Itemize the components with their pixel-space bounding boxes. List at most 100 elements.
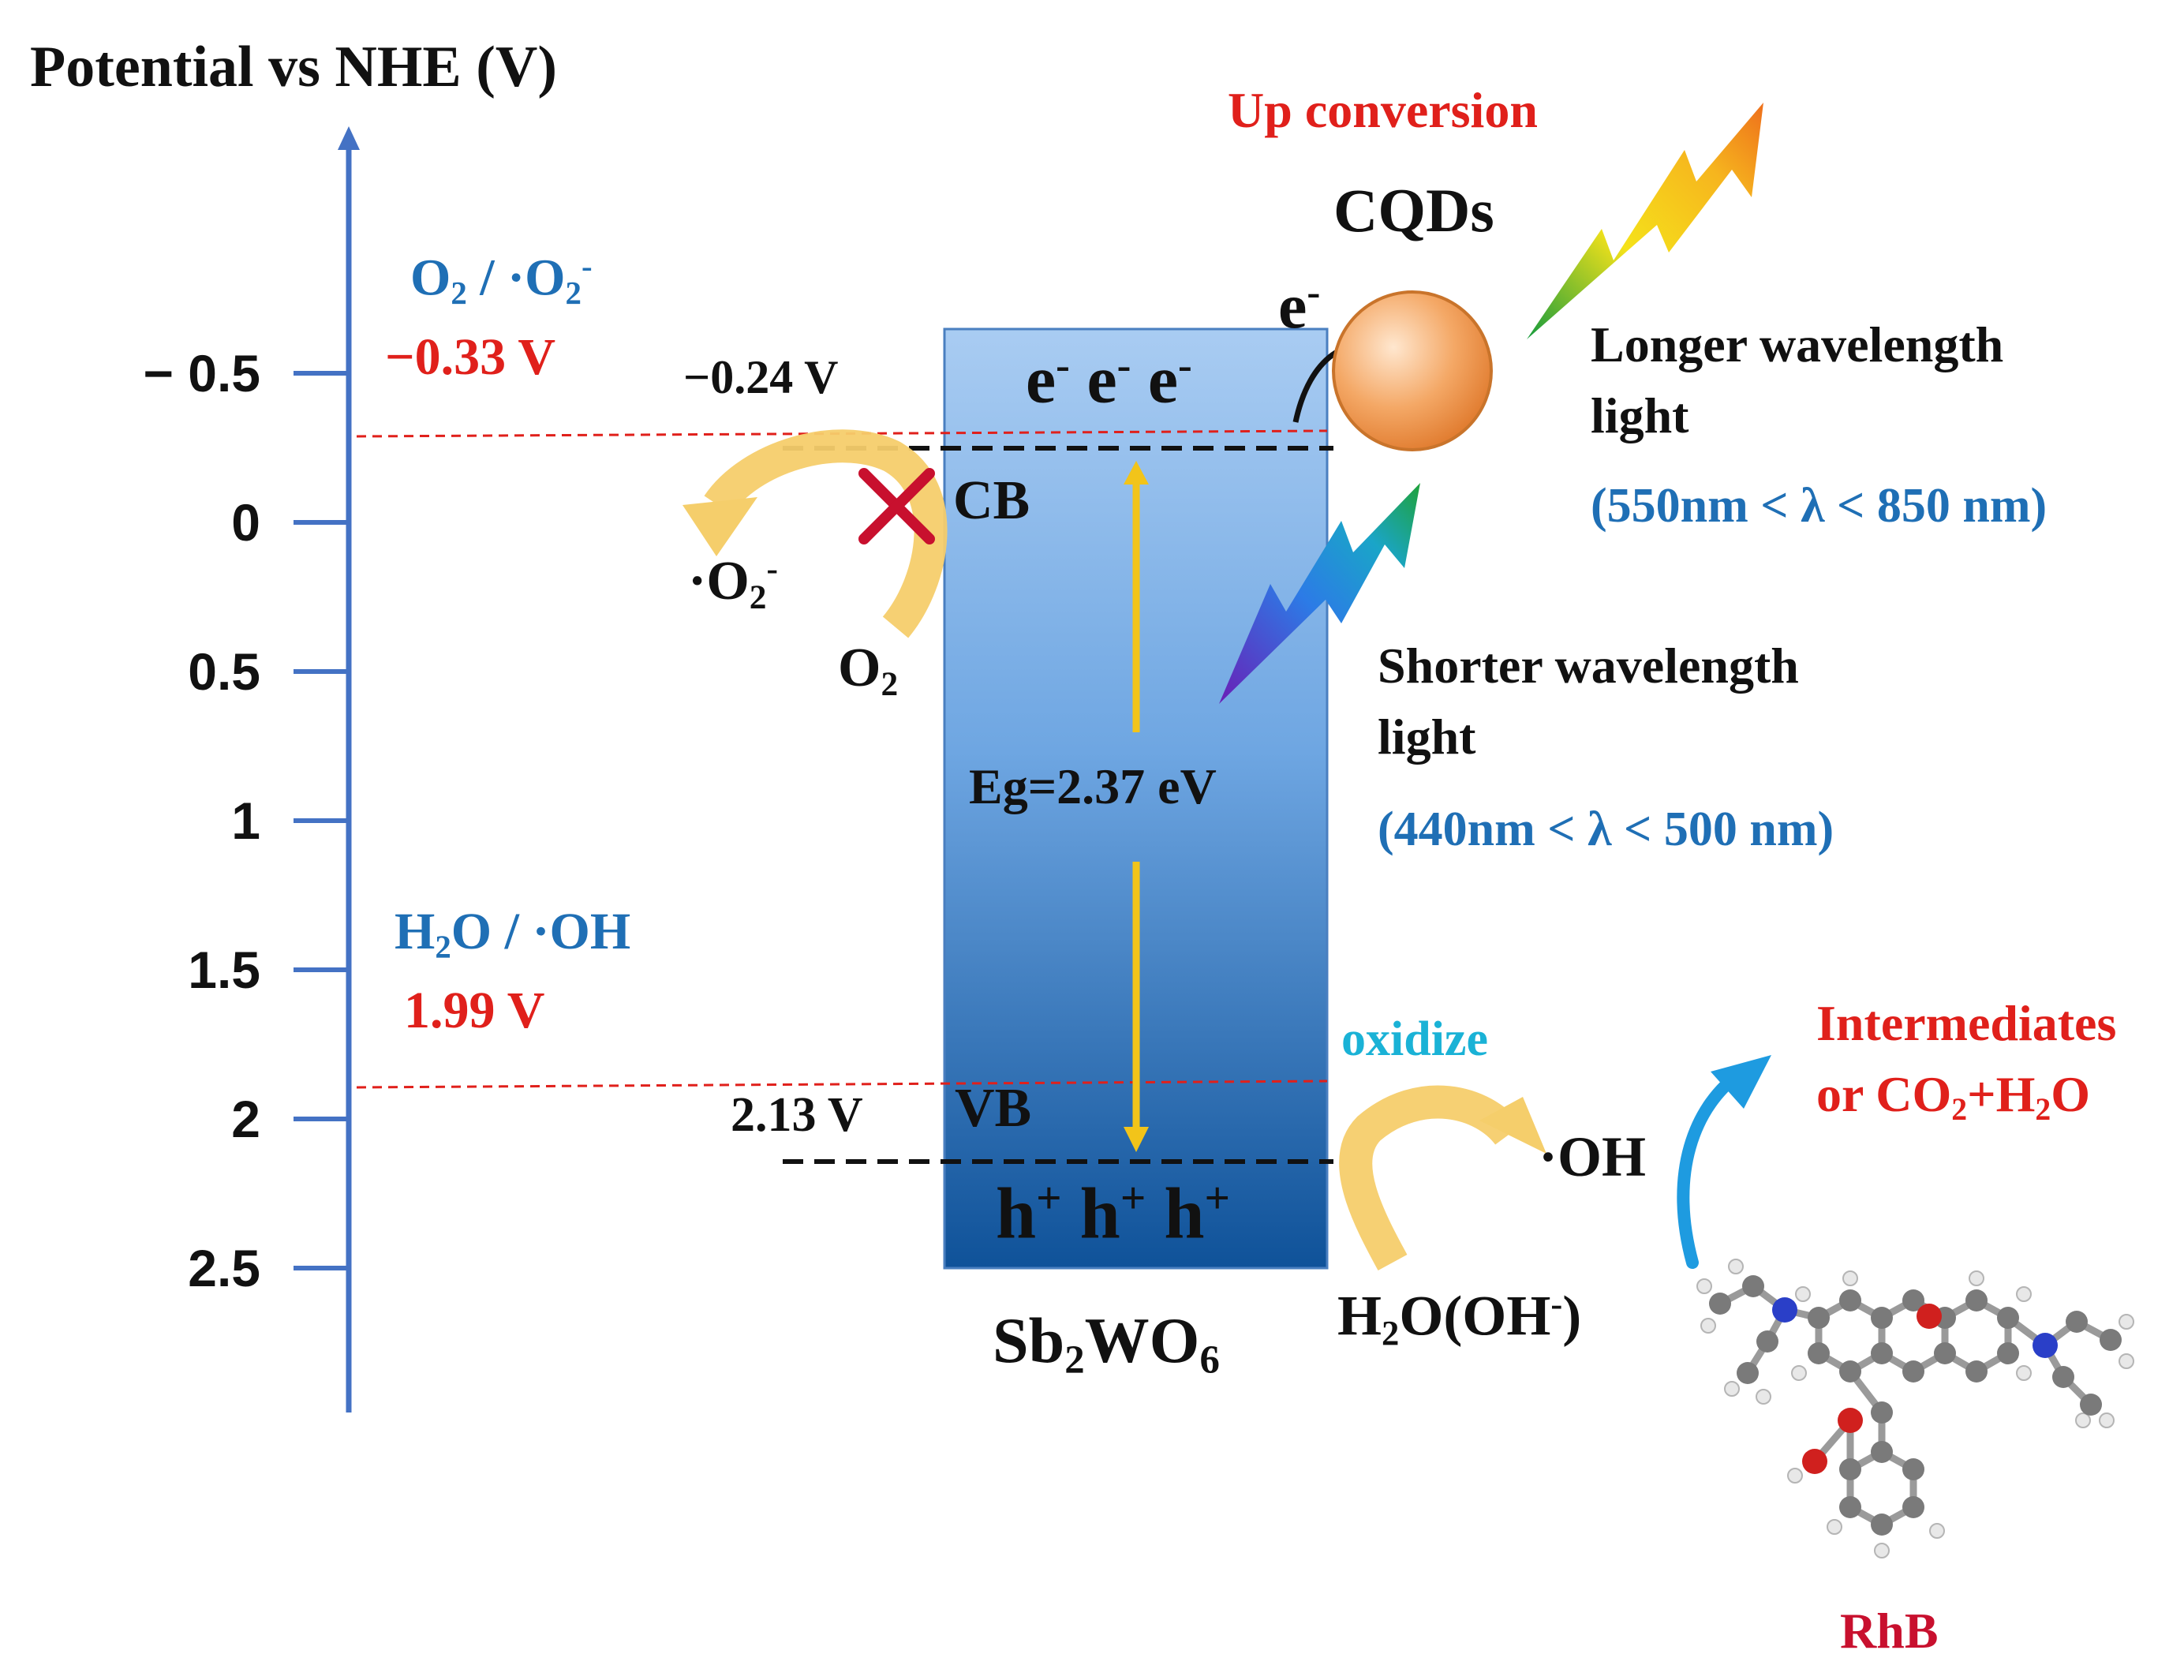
cb-label: CB xyxy=(953,470,1030,531)
carbon-atom xyxy=(1742,1275,1764,1297)
vb-holes: h+ h+ h+ xyxy=(996,1173,1231,1254)
carbon-atom xyxy=(1997,1342,2019,1364)
hydrogen-atom xyxy=(1874,1543,1890,1558)
carbon-atom xyxy=(1839,1289,1861,1311)
products-line2: or CO2+H2O xyxy=(1816,1066,2090,1128)
up-conversion-title: Up conversion xyxy=(1228,82,1538,138)
carbon-atom xyxy=(1808,1342,1830,1364)
hydroxyl-label: ·OH xyxy=(1539,1125,1647,1188)
long-wavelength-bolt-icon xyxy=(1527,103,1763,339)
hydrogen-atom xyxy=(1842,1270,1858,1286)
carbon-atom xyxy=(1839,1360,1861,1383)
axis-tick-label: 1.5 xyxy=(188,941,260,999)
axis-arrowhead xyxy=(338,126,360,150)
hydrogen-atom xyxy=(2075,1412,2091,1428)
oxygen-atom xyxy=(1917,1304,1942,1329)
carbon-atom xyxy=(1808,1307,1830,1329)
hydrogen-atom xyxy=(2119,1353,2134,1369)
carbon-atom xyxy=(1965,1360,1988,1383)
hydrogen-atom xyxy=(1827,1519,1842,1535)
hydrogen-atom xyxy=(2119,1314,2134,1330)
cqds-label: CQDs xyxy=(1333,176,1494,245)
axis-tick-label: 0.5 xyxy=(188,642,260,701)
rhb-molecule-icon xyxy=(1696,1259,2134,1558)
o2-redox-line xyxy=(356,429,1328,438)
oxygen-atom xyxy=(1838,1408,1863,1433)
material-label: Sb2WO6 xyxy=(993,1304,1220,1383)
bandgap-arrowhead-up xyxy=(1124,461,1149,485)
hydrogen-atom xyxy=(1756,1389,1771,1405)
h2o-redox-line xyxy=(356,1079,1328,1089)
carbon-atom xyxy=(1997,1307,2019,1329)
carbon-atom xyxy=(2100,1329,2122,1351)
long-light-line1: Longer wavelength xyxy=(1591,316,2004,372)
carbon-atom xyxy=(1934,1342,1956,1364)
hydrogen-atom xyxy=(1929,1523,1945,1539)
axis-tick-label: 2.5 xyxy=(188,1239,260,1297)
long-light-range: (550nm < λ < 850 nm) xyxy=(1591,479,2048,533)
carbon-atom xyxy=(1902,1289,1924,1311)
o2-couple-label: O2 / ·O2- xyxy=(410,249,593,311)
carbon-atom xyxy=(1965,1289,1988,1311)
short-light-line1: Shorter wavelength xyxy=(1378,638,1799,694)
superoxide-label: ·O2- xyxy=(688,550,778,616)
axis-tick-label: 1 xyxy=(231,791,260,850)
h2o-couple-label: H2O / ·OH xyxy=(395,903,631,965)
nitrogen-atom xyxy=(2033,1333,2058,1358)
hydrogen-atom xyxy=(2099,1412,2115,1428)
carbon-atom xyxy=(1709,1293,1731,1315)
oxidize-label: oxidize xyxy=(1341,1012,1488,1066)
carbon-atom xyxy=(1902,1496,1924,1518)
axis-ticks xyxy=(294,371,349,1270)
long-light-line2: light xyxy=(1591,387,1689,443)
carbon-atom xyxy=(1871,1441,1893,1463)
hydrogen-atom xyxy=(1724,1381,1740,1397)
carbon-atom xyxy=(1871,1401,1893,1424)
bandgap-arrowhead-down xyxy=(1124,1127,1149,1152)
carbon-atom xyxy=(1756,1330,1778,1353)
oxygen-label: O2 xyxy=(838,638,899,704)
axis-tick-label: 0 xyxy=(231,493,260,552)
short-wavelength-bolt-icon xyxy=(1219,483,1420,704)
hydrogen-atom xyxy=(1969,1270,1984,1286)
hydrogen-atom xyxy=(2016,1365,2032,1381)
cqd-particle xyxy=(1332,290,1493,451)
h2o-couple-potential: 1.99 V xyxy=(404,982,545,1039)
degradation-arrowhead xyxy=(1711,1055,1771,1109)
carbon-atom xyxy=(1902,1360,1924,1383)
hydrogen-atom xyxy=(1700,1318,1716,1334)
vb-label: VB xyxy=(955,1078,1032,1139)
vb-potential: 2.13 V xyxy=(731,1088,863,1142)
carbon-atom xyxy=(1902,1458,1924,1480)
water-label: H2O(OH-) xyxy=(1337,1284,1582,1353)
hydrogen-atom xyxy=(1696,1278,1712,1294)
hydrogen-atom xyxy=(1791,1365,1807,1381)
nitrogen-atom xyxy=(1772,1297,1797,1323)
oxygen-atom xyxy=(1802,1449,1827,1474)
carbon-atom xyxy=(1871,1513,1893,1536)
oxidation-arrow xyxy=(1339,1085,1522,1271)
axis-title: Potential vs NHE (V) xyxy=(30,35,557,99)
axis-tick-label: − 0.5 xyxy=(143,344,260,402)
degradation-arrow xyxy=(1677,1064,1750,1269)
o2-couple-potential: −0.33 V xyxy=(385,328,556,386)
hydrogen-atom xyxy=(2016,1286,2032,1302)
carbon-atom xyxy=(1871,1342,1893,1364)
rhb-label: RhB xyxy=(1840,1603,1939,1659)
carbon-atom xyxy=(1871,1307,1893,1329)
hydrogen-atom xyxy=(1787,1468,1803,1484)
oxidation-arrowhead xyxy=(1479,1097,1546,1154)
cb-electrons: e- e- e- xyxy=(1026,341,1192,417)
short-light-range: (440nm < λ < 500 nm) xyxy=(1378,803,1834,856)
carbon-atom xyxy=(1839,1458,1861,1480)
hydrogen-atom xyxy=(1728,1259,1744,1274)
carbon-atom xyxy=(2052,1366,2074,1388)
o2-reduction-arrow xyxy=(704,429,948,638)
carbon-atom xyxy=(2080,1394,2102,1416)
short-light-line2: light xyxy=(1378,709,1476,765)
carbon-atom xyxy=(2066,1311,2088,1333)
o2-reduction-arrowhead xyxy=(682,497,757,556)
blocked-cross-icon xyxy=(858,468,935,544)
